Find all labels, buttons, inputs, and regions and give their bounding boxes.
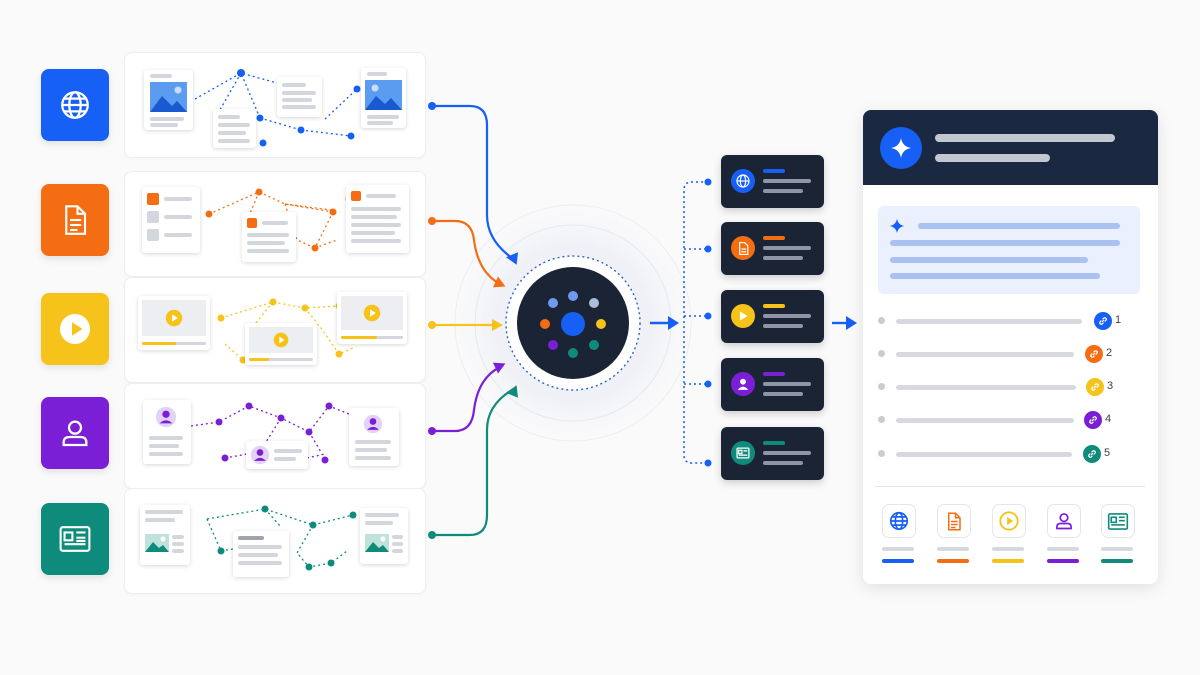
play-icon: [999, 511, 1019, 531]
source-web-icon: [41, 69, 109, 141]
image-icon: [150, 82, 187, 112]
newspaper-icon: [731, 441, 755, 465]
answer-summary: [878, 206, 1140, 294]
document-icon: [948, 512, 961, 530]
image-icon: [365, 80, 402, 110]
reference-row: 2: [878, 344, 1143, 364]
image-icon: [365, 534, 389, 552]
news-card-left: [140, 505, 190, 565]
source-panel-news: [124, 488, 426, 594]
source-tile-documents: [937, 504, 971, 538]
documents-card-right: [346, 185, 409, 253]
video-card-middle: [245, 323, 317, 365]
link-icon: [1083, 445, 1101, 463]
source-panel-web: [124, 52, 426, 158]
people-card-right: [349, 408, 399, 466]
sparkle-icon: [880, 127, 922, 169]
newspaper-icon: [59, 526, 91, 552]
user-icon: [363, 414, 383, 434]
link-icon: [1084, 411, 1102, 429]
play-icon: [731, 304, 755, 328]
reference-row: 1: [878, 311, 1143, 331]
news-card-right: [360, 508, 408, 564]
documents-card-middle: [242, 212, 296, 262]
reference-number: 1: [1115, 314, 1122, 326]
source-documents-icon: [41, 184, 109, 256]
source-video-icon: [41, 293, 109, 365]
reference-row: 5: [878, 444, 1143, 464]
reference-number: 2: [1106, 347, 1113, 359]
play-icon: [60, 314, 90, 344]
link-icon: [1094, 312, 1112, 330]
category-documents-card: [721, 222, 824, 275]
source-panel-people: [124, 383, 426, 489]
reference-row: 3: [878, 377, 1143, 397]
document-icon: [65, 205, 87, 235]
category-web-card: [721, 155, 824, 208]
connector-news: [430, 388, 514, 537]
user-icon: [1056, 513, 1072, 530]
web-card-doc: [277, 77, 322, 117]
user-icon: [155, 406, 177, 428]
source-panel-documents: [124, 171, 426, 277]
hub-dots-icon: [505, 255, 641, 391]
people-card-middle: [246, 441, 308, 469]
link-icon: [1085, 345, 1103, 363]
web-card-text: [213, 109, 256, 148]
source-news-icon: [41, 503, 109, 575]
globe-icon: [889, 511, 909, 531]
web-graph: [194, 69, 361, 147]
answer-header: [863, 110, 1158, 185]
play-icon: [273, 332, 289, 348]
connector-web: [430, 104, 514, 260]
news-card-middle: [233, 531, 289, 577]
play-icon: [363, 304, 381, 322]
globe-icon: [731, 169, 755, 193]
image-icon: [145, 534, 169, 552]
category-news-card: [721, 427, 824, 480]
globe-icon: [61, 91, 89, 119]
connector-people: [430, 365, 502, 433]
answer-panel: 1 2 3 4 5: [863, 110, 1158, 584]
source-tile-video: [992, 504, 1026, 538]
documents-card-list: [142, 187, 200, 253]
play-icon: [165, 309, 183, 327]
reference-number: 4: [1105, 413, 1112, 425]
video-card-right: [337, 292, 407, 344]
web-card-image-2: [361, 68, 406, 128]
reference-number: 3: [1107, 380, 1114, 392]
sparkle-icon: [889, 218, 905, 234]
category-people-card: [721, 358, 824, 411]
web-card-image: [144, 70, 193, 130]
category-video-card: [721, 290, 824, 343]
newspaper-icon: [1107, 512, 1129, 530]
link-icon: [1086, 378, 1104, 396]
reference-number: 5: [1104, 447, 1111, 459]
user-icon: [250, 445, 270, 465]
people-card-left: [143, 400, 191, 464]
people-graph: [190, 402, 350, 464]
document-icon: [731, 236, 755, 260]
source-panel-video: [124, 277, 426, 383]
video-card-left: [138, 296, 210, 350]
reference-row: 4: [878, 410, 1143, 430]
news-graph: [206, 505, 357, 571]
source-tile-web: [882, 504, 916, 538]
user-icon: [731, 372, 755, 396]
user-icon: [62, 420, 88, 447]
source-people-icon: [41, 397, 109, 469]
connector-documents: [430, 219, 502, 286]
source-tile-people: [1047, 504, 1081, 538]
source-tile-news: [1101, 504, 1135, 538]
